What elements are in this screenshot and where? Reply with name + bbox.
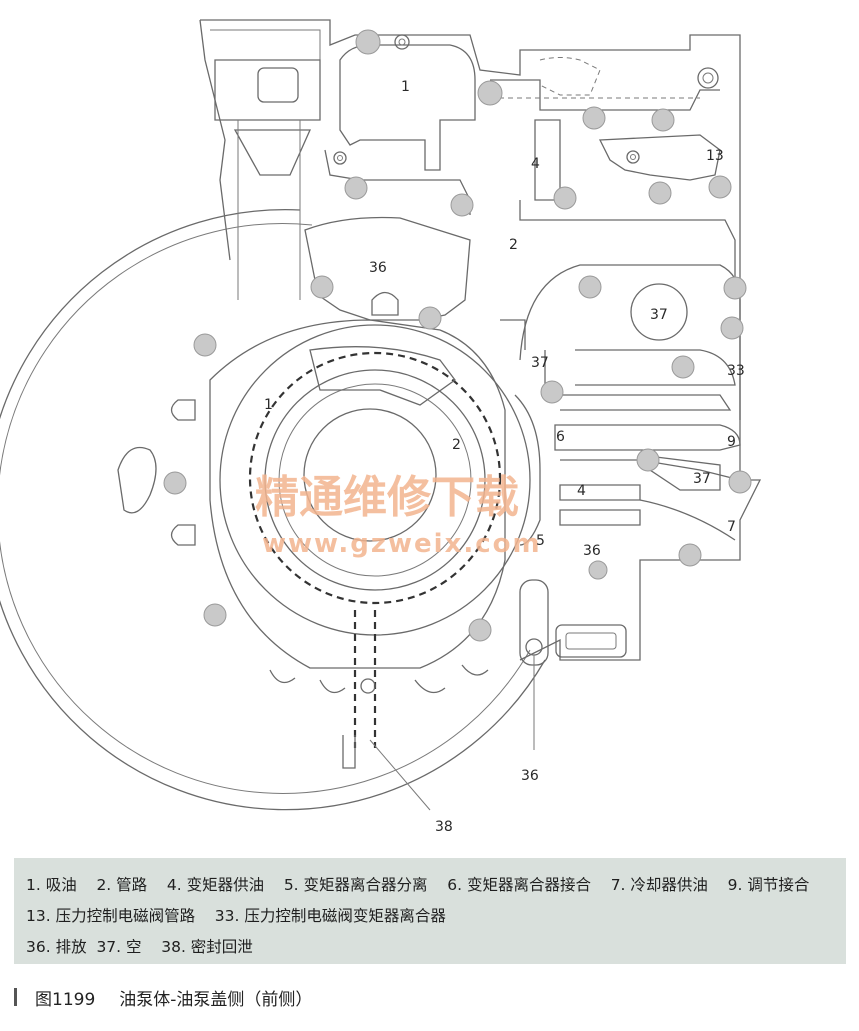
legend-item: 37. 空 [96,938,142,956]
label-37-top: 37 [650,307,668,323]
caption-bar [14,988,17,1006]
label-5: 5 [536,533,545,549]
legend-item: 38. 密封回泄 [161,938,253,956]
label-9: 9 [727,434,736,450]
label-38: 38 [435,819,453,835]
legend-item: 2. 管路 [96,876,148,894]
label-4-mid: 4 [577,483,586,499]
label-7: 7 [727,519,736,535]
label-36-top: 36 [369,260,387,276]
watermark: 精通维修下载 www.gzweix.com [255,472,542,559]
legend-box: 1. 吸油 2. 管路 4. 变矩器供油 5. 变矩器离合器分离 6. 变矩器离… [14,858,846,964]
bolt-holes [163,29,752,642]
watermark-url: www.gzweix.com [262,529,542,559]
label-37-right: 37 [693,471,711,487]
right-channels [500,264,741,546]
fittings [333,34,719,341]
label-36-mid: 36 [583,543,601,559]
upper-galleries [304,44,736,321]
label-13: 13 [706,148,724,164]
legend-item: 5. 变矩器离合器分离 [283,876,428,894]
legend-item: 13. 压力控制电磁阀管路 [26,907,196,925]
pump-gear-area [209,319,531,769]
drain-channel [519,579,627,750]
label-33: 33 [727,363,745,379]
label-1-top: 1 [401,79,410,95]
figure-title: 油泵体-油泵盖侧（前侧） [119,989,313,1010]
label-2-ring: 2 [452,437,461,453]
oil-pump-diagram: 精通维修下载 www.gzweix.com 1 1 2 2 4 4 5 6 7 … [0,19,762,835]
left-lobes [117,399,489,694]
figure-number: 图1199 [35,989,96,1010]
legend-item: 36. 排放 [26,938,87,956]
label-2-center: 2 [509,237,518,253]
label-4-top: 4 [531,156,540,172]
legend-item: 1. 吸油 [26,876,77,894]
figure-caption: 图1199 油泵体-油泵盖侧（前侧） [14,980,312,1014]
watermark-text: 精通维修下载 [255,472,519,523]
part-labels: 1 1 2 2 4 4 5 6 7 9 13 33 36 36 36 37 37… [264,79,745,835]
pump-housing [0,19,762,811]
legend-item: 6. 变矩器离合器接合 [447,876,591,894]
legend-item: 9. 调节接合 [727,876,810,894]
label-1-left: 1 [264,397,273,413]
label-37-left: 37 [531,355,549,371]
label-36-bottom: 36 [521,768,539,784]
label-6: 6 [556,429,565,445]
leader-lines [369,739,431,811]
legend-item: 7. 冷却器供油 [610,876,708,894]
legend-item: 33. 压力控制电磁阀变矩器离合器 [214,907,446,925]
legend-item: 4. 变矩器供油 [166,876,265,894]
